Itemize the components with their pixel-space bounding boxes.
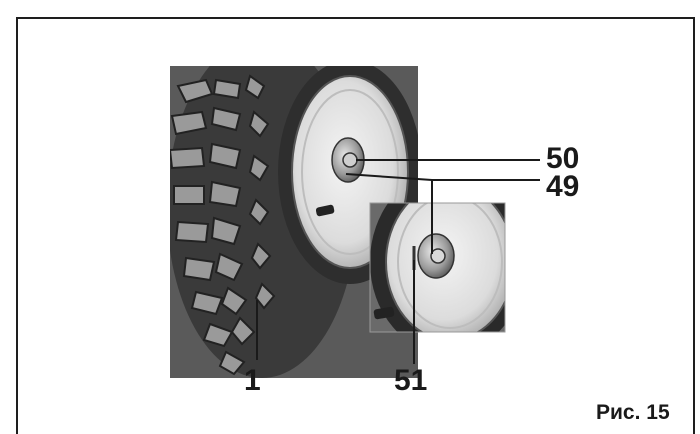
leader-lines (256, 159, 540, 364)
tread-pattern (170, 74, 276, 376)
inset-border (369, 202, 506, 333)
main-photo (170, 66, 418, 378)
callout-50: 50 (546, 142, 580, 175)
callout-49: 49 (546, 170, 580, 203)
axle-nut (342, 152, 358, 168)
valve-stem (315, 204, 335, 217)
inset-photo (370, 203, 505, 332)
callout-1: 1 (244, 364, 261, 397)
figure-caption: Рис. 15 (596, 401, 670, 424)
callout-51: 51 (394, 364, 428, 397)
